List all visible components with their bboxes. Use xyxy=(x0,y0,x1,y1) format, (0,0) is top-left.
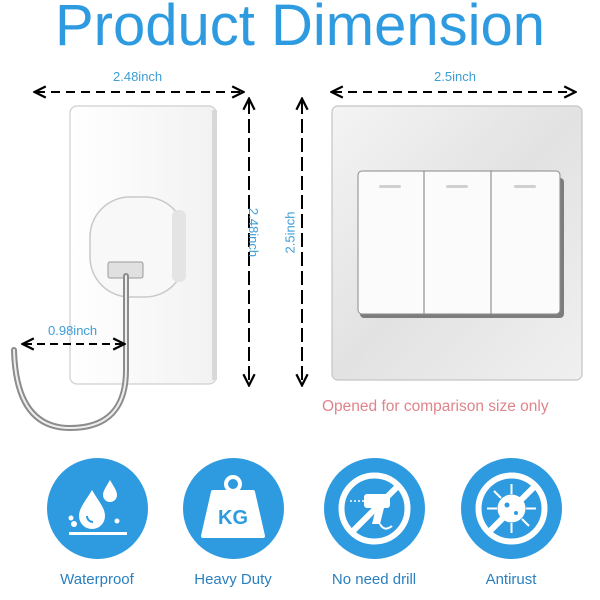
product-illustration xyxy=(11,0,583,432)
feature-heavy-duty: KG Heavy Duty xyxy=(173,458,293,588)
antirust-virus-icon xyxy=(460,458,562,559)
feature-label: No need drill xyxy=(331,571,417,588)
switch-height-label: 2.5inch xyxy=(282,211,298,254)
feature-label: Waterproof xyxy=(60,571,134,588)
svg-text:KG: KG xyxy=(218,507,248,529)
no-drill-icon xyxy=(323,458,425,559)
kg-weight-icon: KG xyxy=(182,458,284,559)
feature-no-drill: No need drill xyxy=(314,458,434,588)
page-title: Product Dimension xyxy=(55,0,545,58)
hook-width-label: 2.48inch xyxy=(113,69,163,84)
adhesive-hook-plate xyxy=(11,105,217,432)
feature-label: Heavy Duty xyxy=(194,571,272,588)
switch-width-label: 2.5inch xyxy=(434,69,476,84)
feature-antirust: Antirust xyxy=(451,458,571,588)
light-switch-plate xyxy=(331,105,583,381)
comparison-note: Opened for comparison size only xyxy=(322,398,549,415)
feature-label: Antirust xyxy=(485,571,537,588)
feature-waterproof: Waterproof xyxy=(37,458,157,588)
hook-height-label: 2.48inch xyxy=(246,207,262,258)
water-drops-icon xyxy=(46,458,148,559)
hook-depth-label: 0.98inch xyxy=(48,323,98,338)
